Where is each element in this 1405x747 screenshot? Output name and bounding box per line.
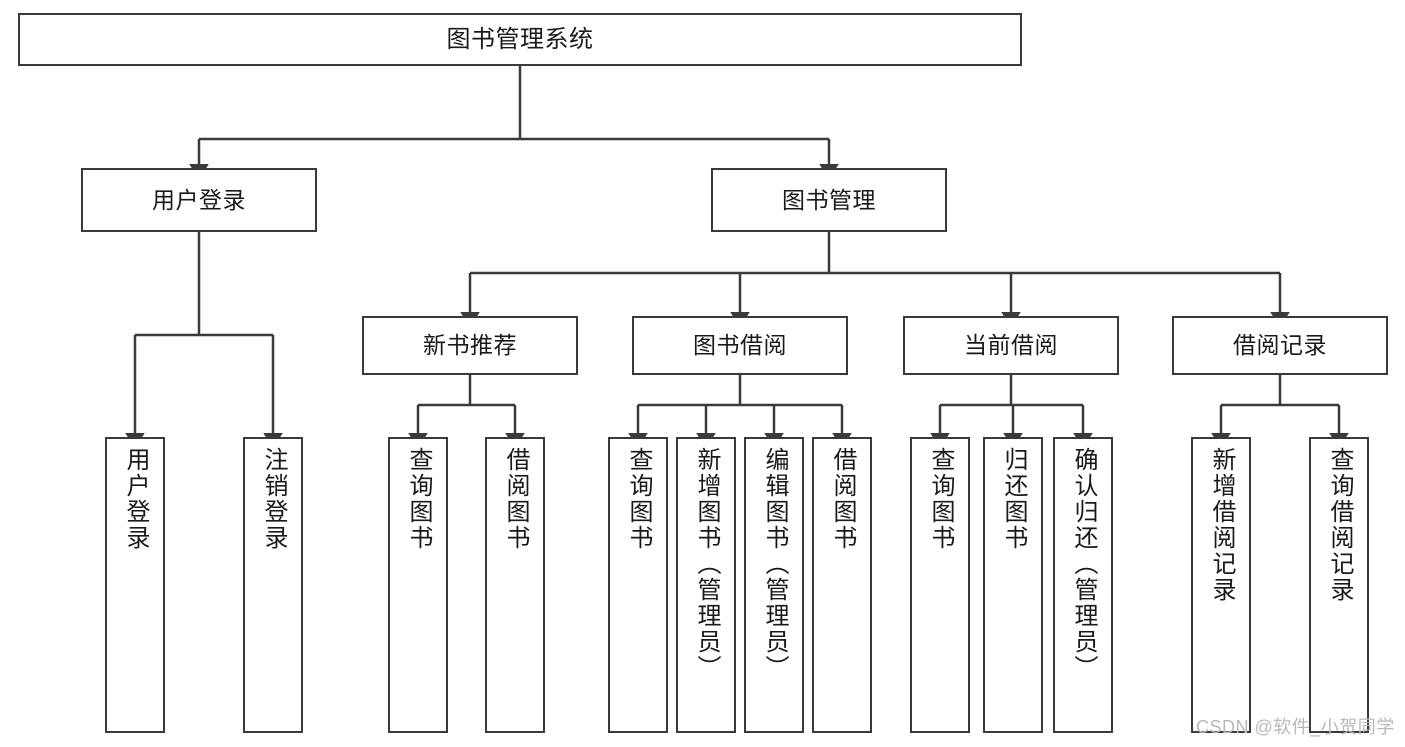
node-label-leaf-bb-add: 新增图书（管理员） xyxy=(693,447,720,681)
node-leaf-user-logout[interactable]: 注销登录 xyxy=(243,437,303,733)
node-label-root: 图书管理系统 xyxy=(446,25,594,53)
node-leaf-bb-add[interactable]: 新增图书（管理员） xyxy=(676,437,736,733)
node-root[interactable]: 图书管理系统 xyxy=(18,13,1022,66)
node-label-leaf-br-query: 查询借阅记录 xyxy=(1326,447,1353,603)
node-current-borrow[interactable]: 当前借阅 xyxy=(903,316,1119,375)
node-leaf-cb-return[interactable]: 归还图书 xyxy=(983,437,1043,733)
node-label-leaf-cb-query: 查询图书 xyxy=(927,447,954,551)
node-leaf-cb-query[interactable]: 查询图书 xyxy=(910,437,970,733)
node-label-leaf-user-login: 用户登录 xyxy=(122,447,149,551)
node-label-leaf-cb-return: 归还图书 xyxy=(1000,447,1027,551)
node-label-leaf-rec-query: 查询图书 xyxy=(405,447,432,551)
node-label-leaf-rec-borrow: 借阅图书 xyxy=(502,447,529,551)
node-label-leaf-bb-query: 查询图书 xyxy=(625,447,652,551)
csdn-watermark: CSDN @软件_小贺同学 xyxy=(1196,717,1395,737)
node-label-user-login: 用户登录 xyxy=(152,186,246,213)
node-label-book-manage: 图书管理 xyxy=(782,186,876,213)
node-label-leaf-bb-borrow: 借阅图书 xyxy=(829,447,856,551)
node-new-book-rec[interactable]: 新书推荐 xyxy=(362,316,578,375)
node-user-login[interactable]: 用户登录 xyxy=(81,168,317,232)
node-label-leaf-user-logout: 注销登录 xyxy=(260,447,287,551)
node-leaf-bb-edit[interactable]: 编辑图书（管理员） xyxy=(744,437,804,733)
node-book-borrow[interactable]: 图书借阅 xyxy=(632,316,848,375)
node-leaf-bb-query[interactable]: 查询图书 xyxy=(608,437,668,733)
node-leaf-br-query[interactable]: 查询借阅记录 xyxy=(1309,437,1369,733)
node-leaf-rec-query[interactable]: 查询图书 xyxy=(388,437,448,733)
node-label-leaf-cb-confirm: 确认归还（管理员） xyxy=(1070,447,1097,681)
node-leaf-rec-borrow[interactable]: 借阅图书 xyxy=(485,437,545,733)
node-leaf-cb-confirm[interactable]: 确认归还（管理员） xyxy=(1053,437,1113,733)
node-leaf-user-login[interactable]: 用户登录 xyxy=(105,437,165,733)
node-label-book-borrow: 图书借阅 xyxy=(693,332,787,359)
node-label-new-book-rec: 新书推荐 xyxy=(423,332,517,359)
node-label-leaf-br-add: 新增借阅记录 xyxy=(1208,447,1235,603)
node-leaf-bb-borrow[interactable]: 借阅图书 xyxy=(812,437,872,733)
node-label-leaf-bb-edit: 编辑图书（管理员） xyxy=(761,447,788,681)
node-label-current-borrow: 当前借阅 xyxy=(964,332,1058,359)
node-leaf-br-add[interactable]: 新增借阅记录 xyxy=(1191,437,1251,733)
node-borrow-record[interactable]: 借阅记录 xyxy=(1172,316,1388,375)
node-label-borrow-record: 借阅记录 xyxy=(1233,332,1327,359)
node-book-manage[interactable]: 图书管理 xyxy=(711,168,947,232)
